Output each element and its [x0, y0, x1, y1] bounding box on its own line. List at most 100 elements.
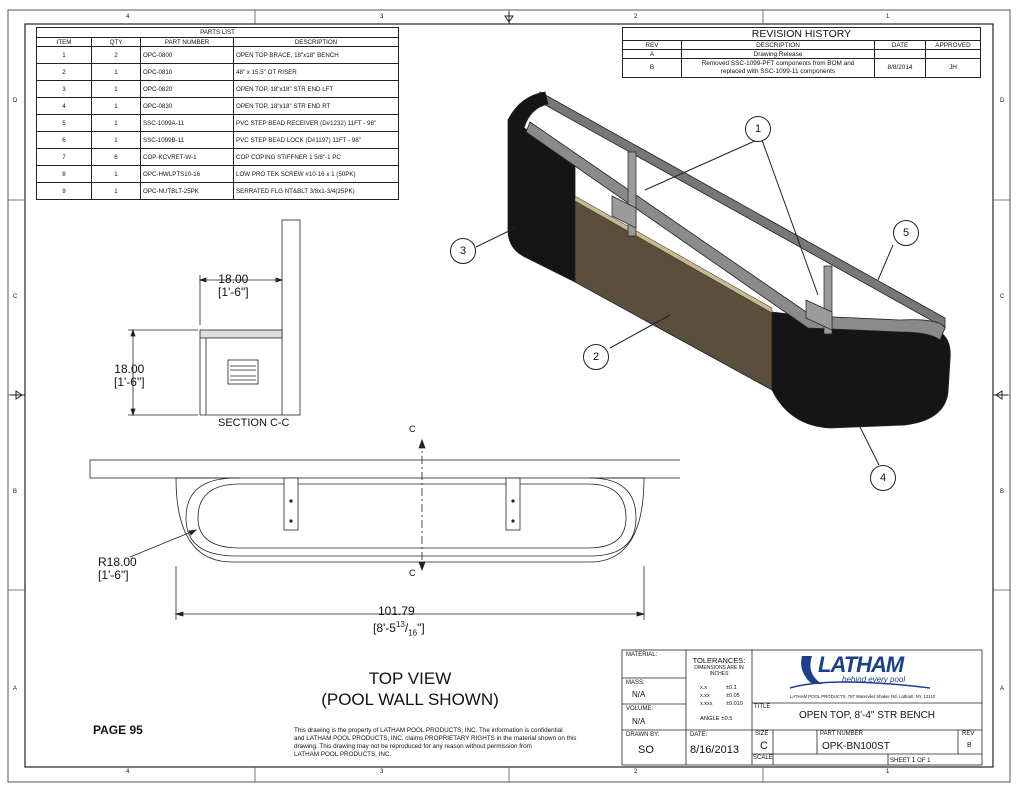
part-qty: 1 — [91, 131, 141, 149]
sheet-indicator: SHEET 1 OF 1 — [890, 757, 931, 764]
top-view-title: TOP VIEW(POOL WALL SHOWN) — [310, 668, 510, 710]
left-end-panel — [507, 91, 576, 283]
top-view — [89, 438, 680, 620]
header-rev-description: DESCRIPTION — [681, 40, 875, 50]
rev-a: A — [622, 49, 682, 59]
part-item: 2 — [36, 63, 92, 81]
balloon-4: 4 — [870, 465, 896, 491]
part-description: 48" x 15.5" OT RISER — [233, 63, 399, 81]
zone-right-d: D — [1000, 98, 1005, 104]
part-number-label: PART NUMBER — [820, 731, 864, 737]
header-rev: REV — [622, 40, 682, 50]
part-qty: 1 — [91, 63, 141, 81]
parts-list-title: PARTS LIST — [36, 27, 399, 38]
title-label: TITLE — [754, 704, 771, 710]
section-width-dim: 18.00[1'-6"] — [218, 273, 249, 299]
disclaimer-line: LATHAM POOL PRODUCTS, INC. — [294, 751, 392, 758]
zone-right-a: A — [1000, 686, 1005, 692]
section-width-value: 18.00 — [218, 272, 249, 286]
header-approved: APPROVED — [925, 40, 981, 50]
logo-tagline: behind every pool — [842, 675, 906, 684]
date-label: DATE: — [690, 732, 708, 738]
zone-left-d: D — [13, 98, 18, 104]
balloon-1: 1 — [745, 116, 771, 142]
front-coping — [525, 121, 946, 341]
part-item: 8 — [36, 165, 92, 183]
header-date: DATE — [874, 40, 926, 50]
material-label: MATERIAL: — [626, 652, 658, 658]
part-item: 4 — [36, 97, 92, 115]
part-qty: 1 — [91, 182, 141, 200]
rev-b-description-line2: replaced with SSC-1099-11 components — [720, 68, 836, 75]
part-qty: 2 — [91, 46, 141, 64]
part-number-cell: OPC-0830 — [140, 97, 234, 115]
tol-value: ±0.010 — [726, 701, 743, 707]
drawing-title: OPEN TOP, 8'-4" STR BENCH — [798, 710, 936, 721]
brace-left-foot — [611, 195, 637, 229]
zone-bottom-2: 2 — [634, 769, 638, 775]
volume-label: VOLUME: — [626, 706, 654, 712]
tolerances-title: TOLERANCES: — [692, 656, 746, 665]
tolerance-list: x.x±0.1 x.xx±0.05 x.xxx±0.010 — [700, 684, 743, 708]
tol-value: ±0.05 — [726, 693, 740, 699]
drawn-by: SO — [638, 744, 654, 756]
rev-b: B — [622, 58, 682, 78]
revision-row: A Drawing Release — [622, 49, 981, 59]
rev-b-description: Removed SSC-1099-PFT components from BOM… — [681, 58, 875, 78]
balloon-3: 3 — [450, 238, 476, 264]
length-end: "] — [417, 621, 425, 635]
section-height-value: 18.00 — [114, 362, 145, 376]
section-c-c-view — [128, 219, 301, 417]
length-dim: 101.79[8'-513/16"] — [373, 604, 425, 638]
tolerances-sub1: DIMENSIONS ARE IN — [694, 665, 744, 671]
part-item: 7 — [36, 148, 92, 166]
part-number-cell: OPC-0820 — [140, 80, 234, 98]
rev-b-date: 8/8/2014 — [874, 58, 926, 78]
section-mark-top: C — [409, 424, 416, 434]
zone-bottom-3: 3 — [380, 769, 384, 775]
volume-value: N/A — [632, 717, 646, 726]
header-part-number: PART NUMBER — [140, 37, 234, 47]
revision-row: B Removed SSC-1099-PFT components from B… — [622, 58, 981, 78]
part-description: OPEN TOP, 18"x18" STR END LFT — [233, 80, 399, 98]
bench-inner — [197, 483, 627, 549]
zone-right-c: C — [1000, 294, 1005, 300]
tolerances-sub2: INCHES — [709, 671, 729, 677]
part-qty: 1 — [91, 114, 141, 132]
part-description: OPEN TOP, 18"x18" STR END RT — [233, 97, 399, 115]
part-number-cell: OPC-NUTBLT-25PK — [140, 182, 234, 200]
header-description: DESCRIPTION — [233, 37, 399, 47]
tol-value: ±0.1 — [726, 685, 737, 691]
zone-right-b: B — [1000, 489, 1005, 495]
radius-dim: R18.00[1'-6"] — [98, 556, 137, 582]
part-number-cell: SSC-1099A-11 — [140, 114, 234, 132]
revision-header: REV DESCRIPTION DATE APPROVED — [622, 40, 981, 50]
rev-a-date — [874, 49, 926, 59]
part-qty: 1 — [91, 80, 141, 98]
revision-history-title: REVISION HISTORY — [622, 27, 981, 41]
disclaimer-line: and LATHAM POOL PRODUCTS, INC. claims PR… — [294, 735, 577, 742]
mass-value: N/A — [632, 690, 646, 699]
zone-left-b: B — [13, 489, 18, 495]
sheet-number: 1 — [911, 757, 916, 764]
size-value: C — [760, 740, 768, 752]
length-frac-num: 13 — [395, 620, 405, 629]
part-description: LOW PRO TEK SCREW #10-16 x 1 (50PK) — [233, 165, 399, 183]
rev-label: REV — [962, 731, 975, 737]
bench-coping-line — [185, 477, 637, 557]
revision-history-table: REVISION HISTORY REV DESCRIPTION DATE AP… — [622, 27, 981, 78]
top-view-subtitle: (POOL WALL SHOWN) — [321, 690, 499, 709]
zone-left-c: C — [13, 294, 18, 300]
zone-bottom-1: 1 — [886, 769, 890, 775]
part-number-cell: OPC-0800 — [140, 46, 234, 64]
tol-key: x.x — [700, 685, 708, 691]
zone-top-4: 4 — [126, 14, 130, 20]
part-number-cell: OPC-0810 — [140, 63, 234, 81]
zone-top-2: 2 — [634, 14, 638, 20]
